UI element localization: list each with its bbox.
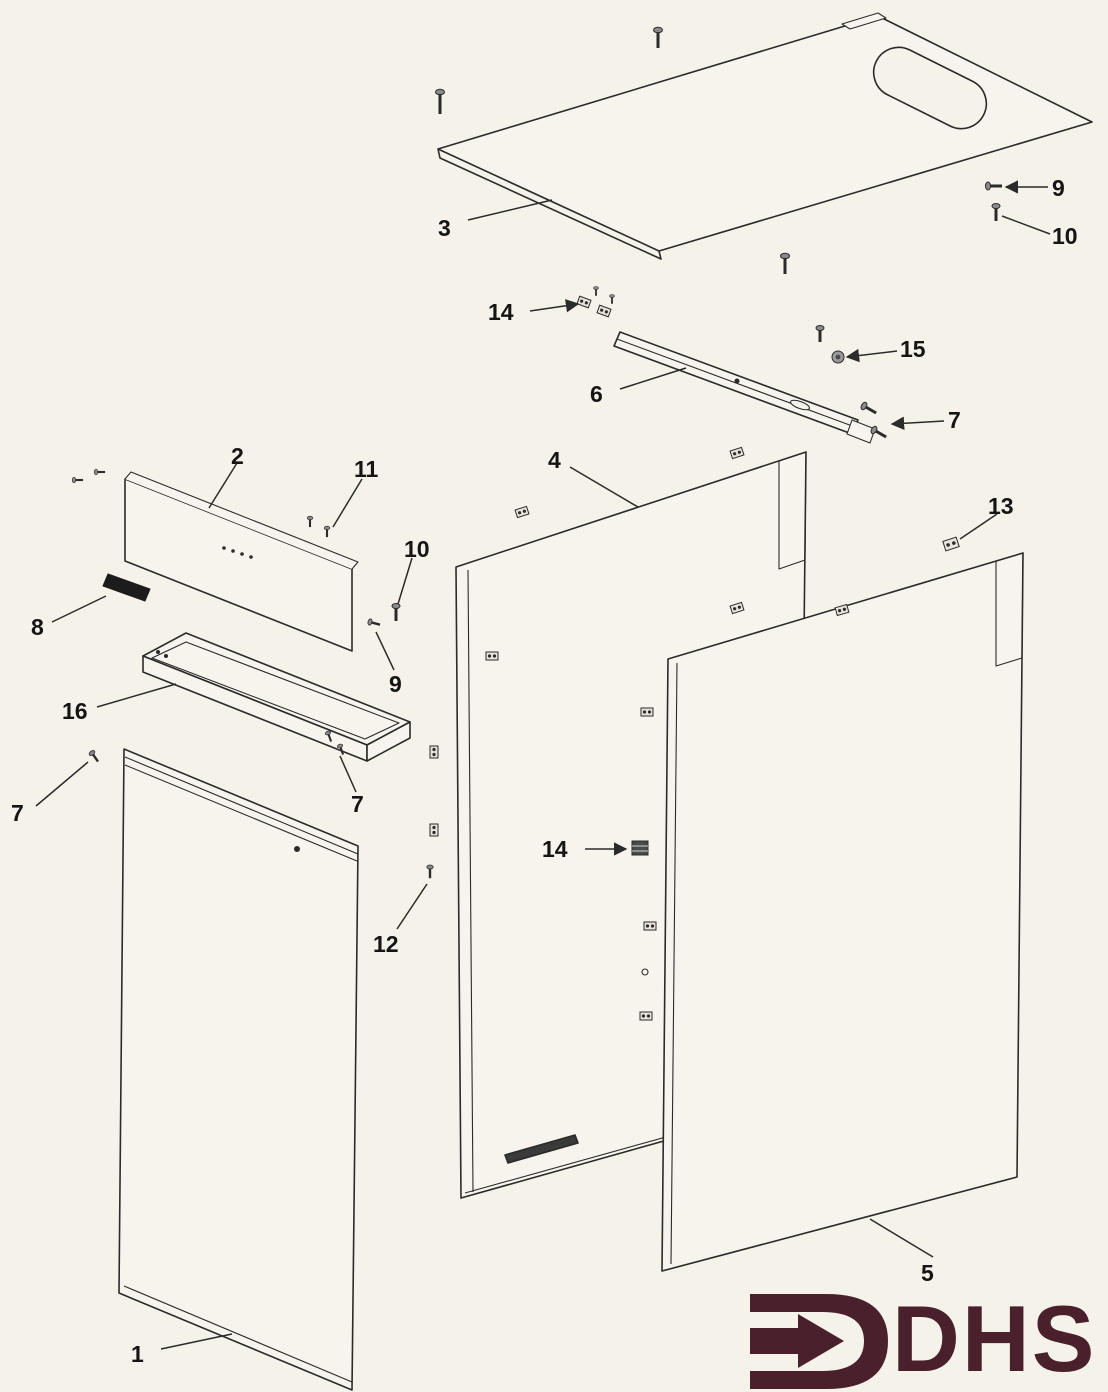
leader-1 <box>160 1333 233 1350</box>
screw-9-left <box>367 618 381 626</box>
callout-10-left: 10 <box>404 536 430 562</box>
part-5-side-panel <box>661 552 1024 1272</box>
screw-10-top-right <box>991 203 1001 221</box>
screw-top-3 <box>780 252 790 274</box>
logo-arrow-solid-icon <box>750 1314 844 1368</box>
clip-panel5-top <box>834 603 850 617</box>
screw-14-top-b <box>609 294 615 304</box>
clip-14-top-b <box>596 304 612 318</box>
callout-8: 8 <box>31 614 44 640</box>
clip-panel4-g <box>429 823 439 837</box>
screw-12 <box>426 864 434 879</box>
clip-14-middle <box>631 840 649 856</box>
leader-7-tray <box>339 755 357 793</box>
leader-15 <box>845 348 898 363</box>
callout-9-top-right: 9 <box>1052 175 1065 201</box>
part-2-front-top-panel <box>124 471 359 652</box>
leader-16 <box>96 683 177 708</box>
leader-2 <box>208 462 238 509</box>
leader-6 <box>619 367 687 390</box>
screw-panel2-a <box>71 476 84 484</box>
fasteners <box>71 26 1002 879</box>
logo-arrow-outline-icon <box>750 1294 888 1389</box>
callout-16-tray: 16 <box>62 698 88 724</box>
screw-panel2-b <box>93 468 106 476</box>
callout-7-tray: 7 <box>351 791 364 817</box>
part-1-front-door <box>118 748 359 1391</box>
screw-7-top-right-1 <box>860 401 877 415</box>
part-16-tray <box>142 632 411 762</box>
callout-1-door: 1 <box>131 1341 144 1367</box>
callout-10-top-right: 10 <box>1052 223 1078 249</box>
clip-panel4-b <box>729 446 745 460</box>
leader-4 <box>569 466 639 508</box>
callout-7-top-right: 7 <box>948 407 961 433</box>
leader-13 <box>959 513 998 540</box>
callout-11: 11 <box>354 456 379 482</box>
clip-panel4-e <box>640 707 654 717</box>
screw-15-bolt <box>815 325 825 342</box>
part-8-bracket <box>102 573 151 602</box>
part-3-top-panel <box>437 12 1093 260</box>
screw-14-top-a <box>593 286 599 296</box>
leader-8 <box>51 595 107 623</box>
dhs-logo: DHS <box>750 1286 1096 1391</box>
screw-7-tray-b <box>336 743 345 755</box>
callout-3-top-panel: 3 <box>438 215 451 241</box>
clip-panel4-i <box>639 1011 653 1021</box>
clip-panel4-h <box>643 921 657 931</box>
callout-6-rail: 6 <box>590 381 603 407</box>
clip-14-top-a <box>576 295 592 309</box>
nut-15 <box>831 350 845 364</box>
screw-7-door <box>88 750 99 763</box>
callout-15: 15 <box>900 336 926 362</box>
screw-7-tray-a <box>324 730 333 742</box>
callout-14-middle: 14 <box>542 836 568 862</box>
leader-7-door <box>35 761 89 807</box>
leader-9-left <box>375 631 395 671</box>
clip-13 <box>942 536 960 552</box>
callout-13: 13 <box>988 493 1014 519</box>
clip-panel4-a <box>514 505 530 519</box>
panel-4-hole <box>641 968 649 976</box>
part-6-rail <box>613 331 876 444</box>
screw-10-left <box>391 603 401 621</box>
screw-7-top-right-2 <box>870 425 887 439</box>
clip-panel4-c <box>485 651 499 661</box>
panel-2-dots <box>222 546 253 559</box>
clip-panel4-f <box>429 745 439 759</box>
leader-12 <box>396 883 428 930</box>
leader-10-top <box>1001 215 1051 235</box>
callout-14-top: 14 <box>488 299 514 325</box>
callout-4-back-panel: 4 <box>548 447 561 473</box>
door-handle-hole <box>294 846 300 852</box>
clip-panel4-d <box>729 601 745 615</box>
leader-14-top <box>529 299 580 313</box>
leader-11 <box>332 478 363 528</box>
screw-11-a <box>306 515 314 528</box>
leader-7-top-right <box>890 416 945 431</box>
leader-5 <box>869 1218 934 1258</box>
callout-5-side-panel: 5 <box>921 1260 934 1286</box>
callout-7-door: 7 <box>11 800 24 826</box>
leader-3 <box>467 199 553 221</box>
leader-lines <box>35 180 1051 1350</box>
screw-top-1 <box>653 26 663 48</box>
callout-2-front-panel: 2 <box>231 443 244 469</box>
panel-4-vent-slot <box>504 1134 579 1164</box>
screw-11-b <box>323 525 331 538</box>
leader-10-left <box>397 557 413 605</box>
logo-text: DHS <box>892 1286 1096 1391</box>
callout-9-left: 9 <box>389 671 402 697</box>
callout-12: 12 <box>373 931 399 957</box>
clips <box>429 295 960 1021</box>
callout-labels: 3 9 10 14 15 6 7 2 11 4 13 10 8 9 16 7 7… <box>11 175 1078 1367</box>
screw-top-2 <box>435 88 445 114</box>
screw-9-top-right <box>985 181 1002 191</box>
